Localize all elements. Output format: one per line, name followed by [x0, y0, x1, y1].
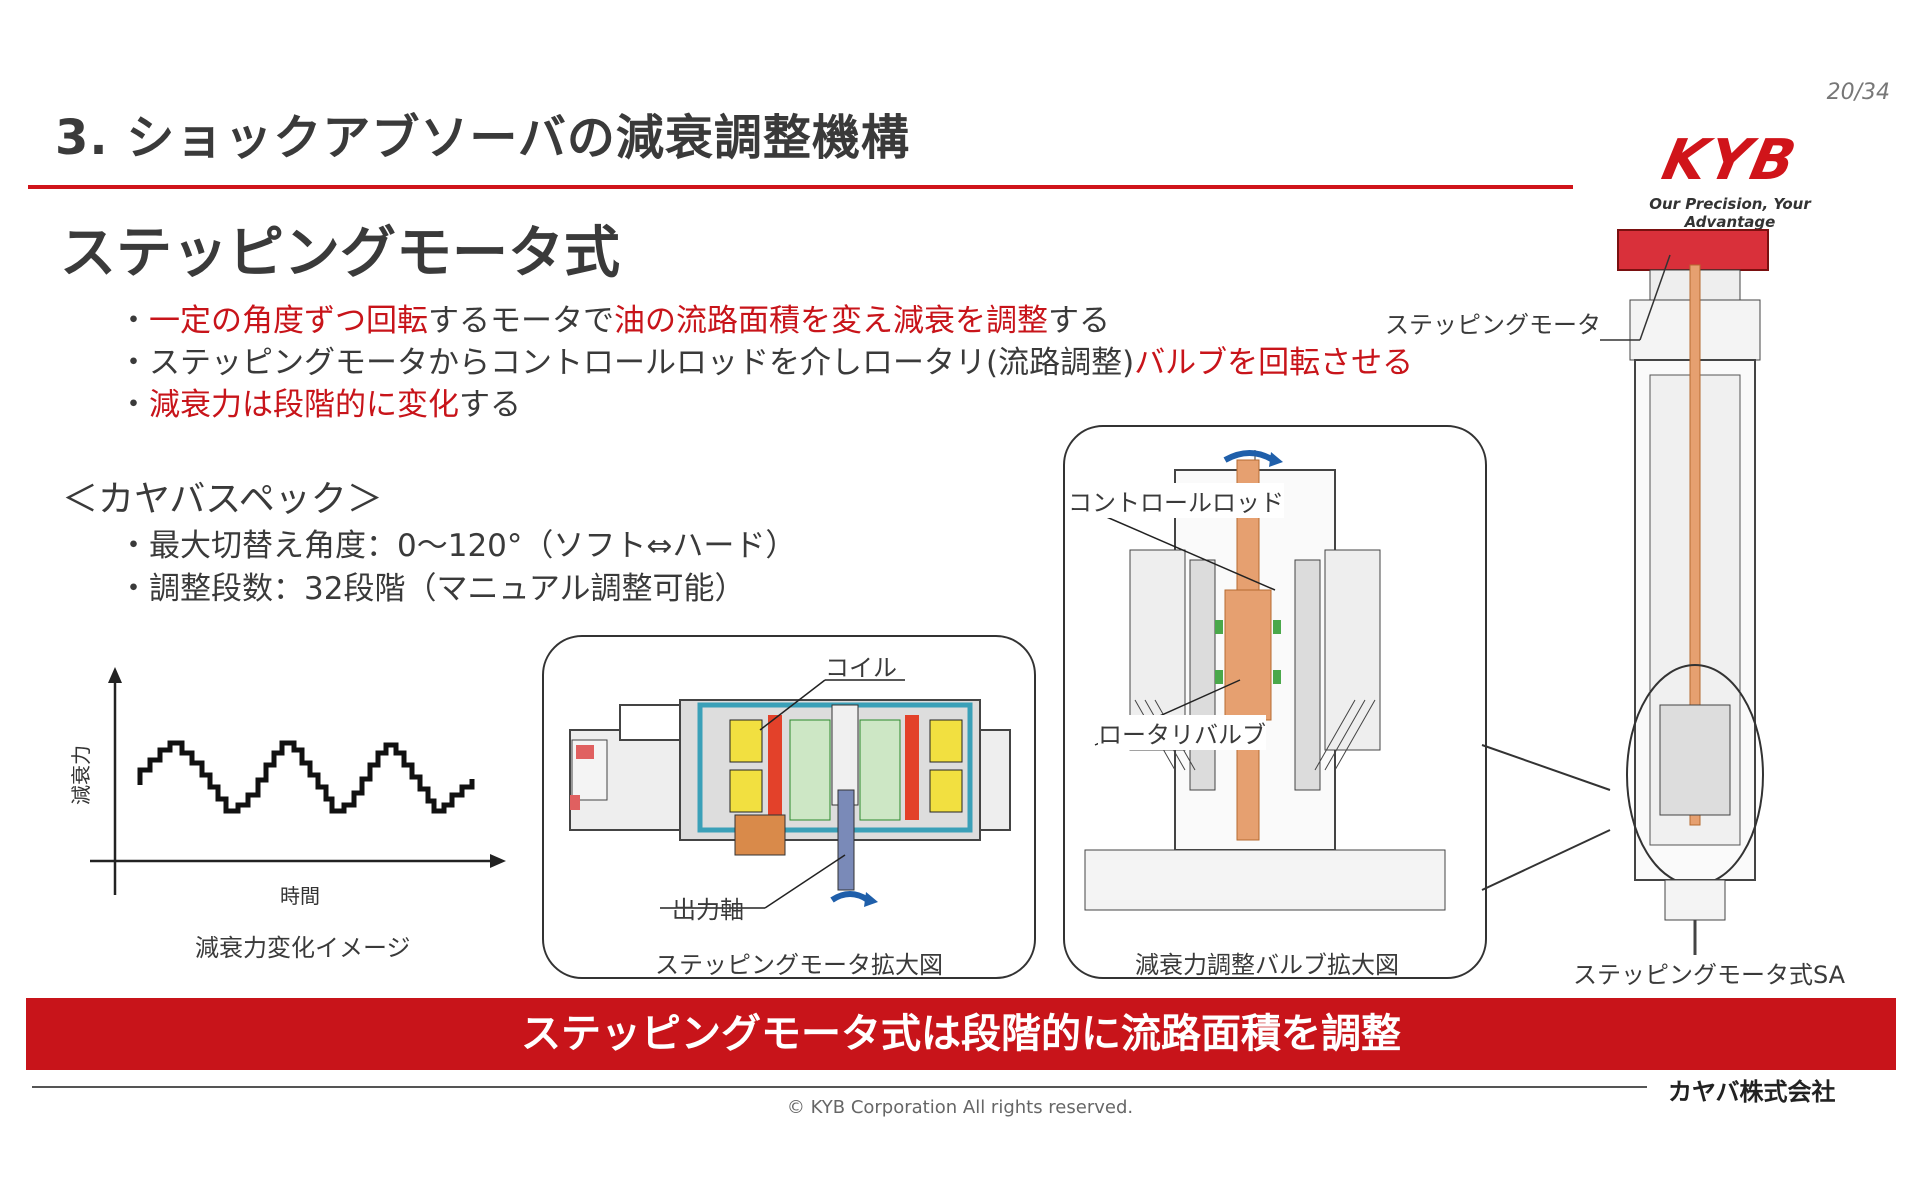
- bullet-text: する: [1048, 303, 1110, 339]
- output-shaft-label: 出力軸: [672, 896, 744, 924]
- company-name: カヤバ株式会社: [1668, 1078, 1836, 1106]
- bullet-item: ・ステッピングモータからコントロールロッドを介しロータリ(流路調整)バルブを回転…: [118, 342, 1413, 384]
- control-rod-label: コントロールロッド: [1068, 483, 1284, 518]
- motor-caption: ステッピングモータ拡大図: [655, 951, 943, 979]
- summary-banner: ステッピングモータ式は段階的に流路面積を調整: [26, 998, 1896, 1070]
- kyb-logo: KYB Our Precision, Your Advantage: [1615, 128, 1845, 231]
- spec-list: ・最大切替え角度：0～120°（ソフト⇔ハード） ・調整段数：32段階（マニュア…: [118, 525, 796, 611]
- step-wave: [137, 740, 475, 814]
- bullet-text: ・: [118, 387, 149, 423]
- bullet-highlight: 減衰力は段階的に変化: [149, 387, 459, 423]
- graph-x-label: 時間: [280, 884, 320, 908]
- rotary-valve-label: ロータリバルブ: [1098, 715, 1266, 750]
- shock-absorber-drawing: [1600, 229, 1769, 955]
- footer-divider: [32, 1086, 1647, 1088]
- spec-heading: ＜カヤバスペック＞: [62, 479, 383, 520]
- damping-graph: 減衰力 時間: [70, 667, 506, 908]
- graph-caption: 減衰力変化イメージ: [195, 934, 411, 962]
- page-number: 20/34: [1826, 80, 1890, 105]
- motor-drawing: [569, 679, 1011, 909]
- copyright-notice: © KYB Corporation All rights reserved.: [786, 1097, 1134, 1118]
- slide-title: 3. ショックアブソーバの減衰調整機構: [55, 110, 910, 166]
- bullet-highlight: 一定の角度ずつ回転: [149, 303, 428, 339]
- bullet-highlight: 油の流路面積を変え減衰を調整: [614, 303, 1048, 339]
- logo-mark: KYB: [1656, 128, 1804, 193]
- title-divider: [28, 185, 1573, 189]
- section-subtitle: ステッピングモータ式: [60, 221, 620, 286]
- bullet-text: ・ステッピングモータからコントロールロッドを介しロータリ(流路調整): [118, 345, 1135, 381]
- bullet-item: ・減衰力は段階的に変化する: [118, 384, 1413, 426]
- bullet-item: ・一定の角度ずつ回転するモータで油の流路面積を変え減衰を調整する: [118, 300, 1413, 342]
- logo-tagline: Our Precision, Your Advantage: [1649, 195, 1811, 231]
- spec-item: ・調整段数：32段階（マニュアル調整可能）: [118, 571, 746, 607]
- bullet-list: ・一定の角度ずつ回転するモータで油の流路面積を変え減衰を調整する・ステッピングモ…: [118, 300, 1413, 426]
- bullet-text: ・: [118, 303, 149, 339]
- valve-caption: 減衰力調整バルブ拡大図: [1135, 951, 1399, 979]
- bullet-highlight: バルブを回転させる: [1134, 345, 1414, 381]
- zoom-connector: [1481, 744, 1611, 891]
- shock-caption: ステッピングモータ式SA: [1573, 961, 1846, 989]
- coil-label: コイル: [825, 654, 897, 682]
- bullet-text: するモータで: [428, 303, 614, 339]
- graph-y-label: 減衰力: [70, 745, 93, 805]
- stepping-motor-label: ステッピングモータ: [1385, 311, 1601, 339]
- spec-item: ・最大切替え角度：0～120°（ソフト⇔ハード）: [118, 528, 797, 564]
- bullet-text: する: [459, 387, 521, 423]
